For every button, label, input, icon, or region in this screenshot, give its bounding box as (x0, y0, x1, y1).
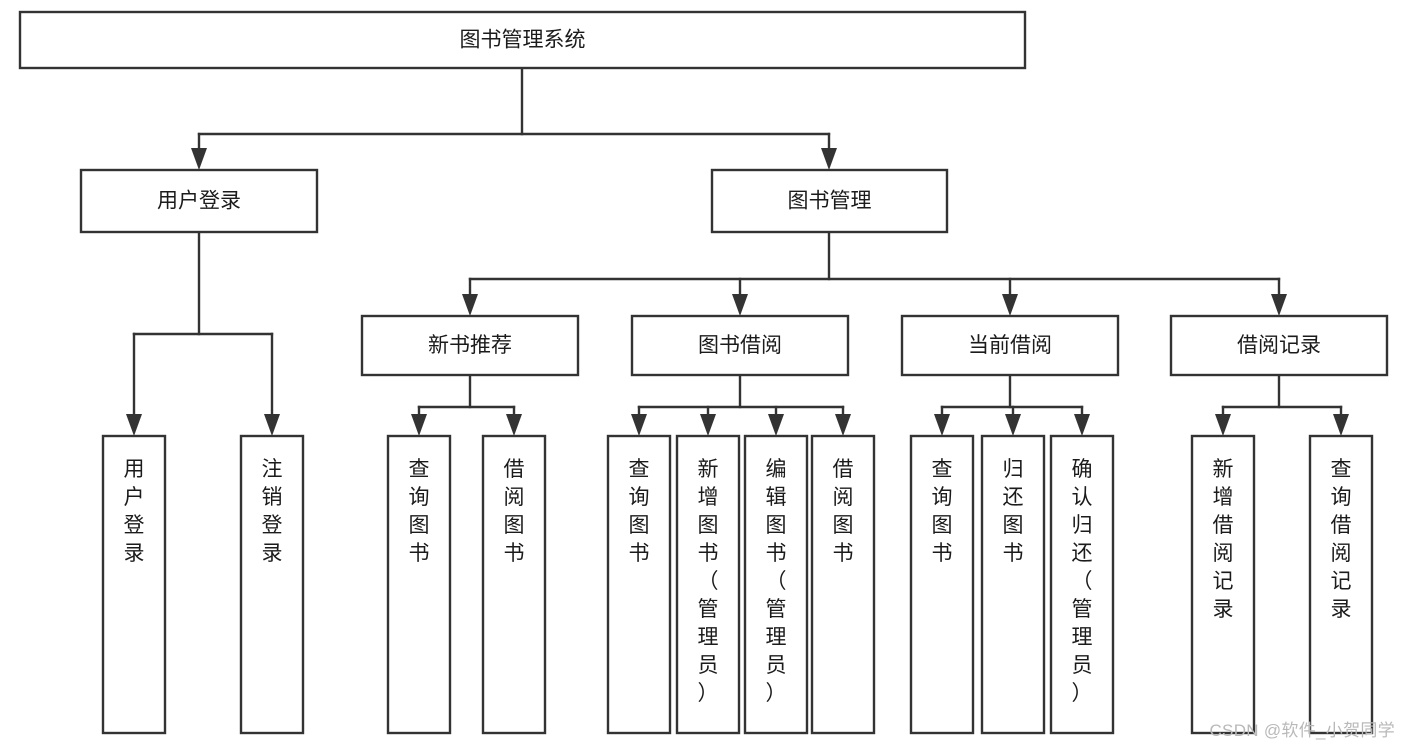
node-label: 查询借阅记录 (1331, 458, 1352, 621)
arrow-head-icon (1215, 414, 1231, 436)
node-label: 注销登录 (262, 458, 283, 565)
node-box (360, 314, 580, 377)
watermark-text: CSDN @软件_小贺同学 (1209, 721, 1395, 740)
node-leaf-query-book-3[interactable]: 查询图书 (909, 434, 975, 735)
arrow-head-icon (821, 148, 837, 170)
node-user-login[interactable]: 用户登录 (79, 168, 319, 234)
node-box (1190, 434, 1256, 735)
node-layer: 图书管理系统用户登录图书管理新书推荐图书借阅当前借阅借阅记录用户登录注销登录查询… (18, 10, 1389, 735)
node-label: 新增借阅记录 (1213, 458, 1234, 621)
arrow-head-icon (700, 414, 716, 436)
node-label: 新增图书（管理员） (698, 458, 719, 705)
arrow-head-icon (835, 414, 851, 436)
node-label: 当前借阅 (968, 334, 1052, 357)
node-leaf-logout[interactable]: 注销登录 (239, 434, 305, 735)
arrow-head-icon (1074, 414, 1090, 436)
node-new-book-recommend[interactable]: 新书推荐 (360, 314, 580, 377)
node-leaf-borrow-book-1[interactable]: 借阅图书 (481, 434, 547, 735)
connector-book-admin-bus (462, 230, 1287, 316)
node-label: 用户登录 (157, 190, 241, 213)
node-leaf-confirm-return[interactable]: 确认归还（管理员） (1049, 434, 1115, 735)
node-leaf-user-login[interactable]: 用户登录 (101, 434, 167, 735)
node-box (909, 434, 975, 735)
arrow-head-icon (1005, 414, 1021, 436)
arrow-head-icon (631, 414, 647, 436)
node-leaf-add-record[interactable]: 新增借阅记录 (1190, 434, 1256, 735)
node-box (1049, 434, 1115, 735)
node-current-borrow[interactable]: 当前借阅 (900, 314, 1120, 377)
connector-root-bus (191, 66, 837, 170)
node-leaf-query-book-2[interactable]: 查询图书 (606, 434, 672, 735)
arrow-head-icon (1271, 294, 1287, 316)
node-label: 归还图书 (1003, 458, 1024, 565)
arrow-head-icon (411, 414, 427, 436)
node-book-borrow[interactable]: 图书借阅 (630, 314, 850, 377)
node-leaf-add-book[interactable]: 新增图书（管理员） (675, 434, 741, 735)
arrow-head-icon (462, 294, 478, 316)
node-label: 用户登录 (124, 458, 145, 565)
node-box (481, 434, 547, 735)
connector-user-login-bus (126, 230, 280, 436)
node-box (101, 434, 167, 735)
node-leaf-query-record[interactable]: 查询借阅记录 (1308, 434, 1374, 735)
node-label: 确认归还（管理员） (1072, 458, 1093, 705)
node-box (79, 168, 319, 234)
arrow-head-icon (1333, 414, 1349, 436)
arrow-head-icon (126, 414, 142, 436)
node-label: 查询图书 (629, 458, 650, 565)
arrow-head-icon (506, 414, 522, 436)
node-root[interactable]: 图书管理系统 (18, 10, 1027, 70)
node-label: 图书借阅 (698, 334, 782, 357)
node-box (980, 434, 1046, 735)
arrow-head-icon (934, 414, 950, 436)
node-box (900, 314, 1120, 377)
node-book-admin[interactable]: 图书管理 (710, 168, 949, 234)
node-box (810, 434, 876, 735)
node-box (1169, 314, 1389, 377)
node-box (710, 168, 949, 234)
arrow-head-icon (191, 148, 207, 170)
connector-recommend-bus (411, 373, 522, 436)
node-box (743, 434, 809, 735)
node-box (18, 10, 1027, 70)
node-label: 查询图书 (932, 458, 953, 565)
node-label: 借阅图书 (833, 458, 854, 565)
node-leaf-query-book-1[interactable]: 查询图书 (386, 434, 452, 735)
arrow-head-icon (1002, 294, 1018, 316)
node-box (386, 434, 452, 735)
node-label: 新书推荐 (428, 334, 512, 357)
arrow-head-icon (264, 414, 280, 436)
connector-current-bus (934, 373, 1090, 436)
node-label: 借阅图书 (504, 458, 525, 565)
node-box (1308, 434, 1374, 735)
node-leaf-borrow-book-2[interactable]: 借阅图书 (810, 434, 876, 735)
connector-layer (126, 66, 1349, 436)
arrow-head-icon (768, 414, 784, 436)
connector-record-bus (1215, 373, 1349, 436)
node-box (606, 434, 672, 735)
node-box (630, 314, 850, 377)
connector-borrow-bus (631, 373, 851, 436)
node-box (239, 434, 305, 735)
arrow-head-icon (732, 294, 748, 316)
node-label: 图书管理系统 (460, 29, 586, 52)
node-label: 查询图书 (409, 458, 430, 565)
node-borrow-record[interactable]: 借阅记录 (1169, 314, 1389, 377)
node-leaf-edit-book[interactable]: 编辑图书（管理员） (743, 434, 809, 735)
node-label: 借阅记录 (1237, 334, 1321, 357)
node-leaf-return-book[interactable]: 归还图书 (980, 434, 1046, 735)
node-label: 编辑图书（管理员） (766, 458, 787, 705)
node-box (675, 434, 741, 735)
node-label: 图书管理 (788, 190, 872, 213)
